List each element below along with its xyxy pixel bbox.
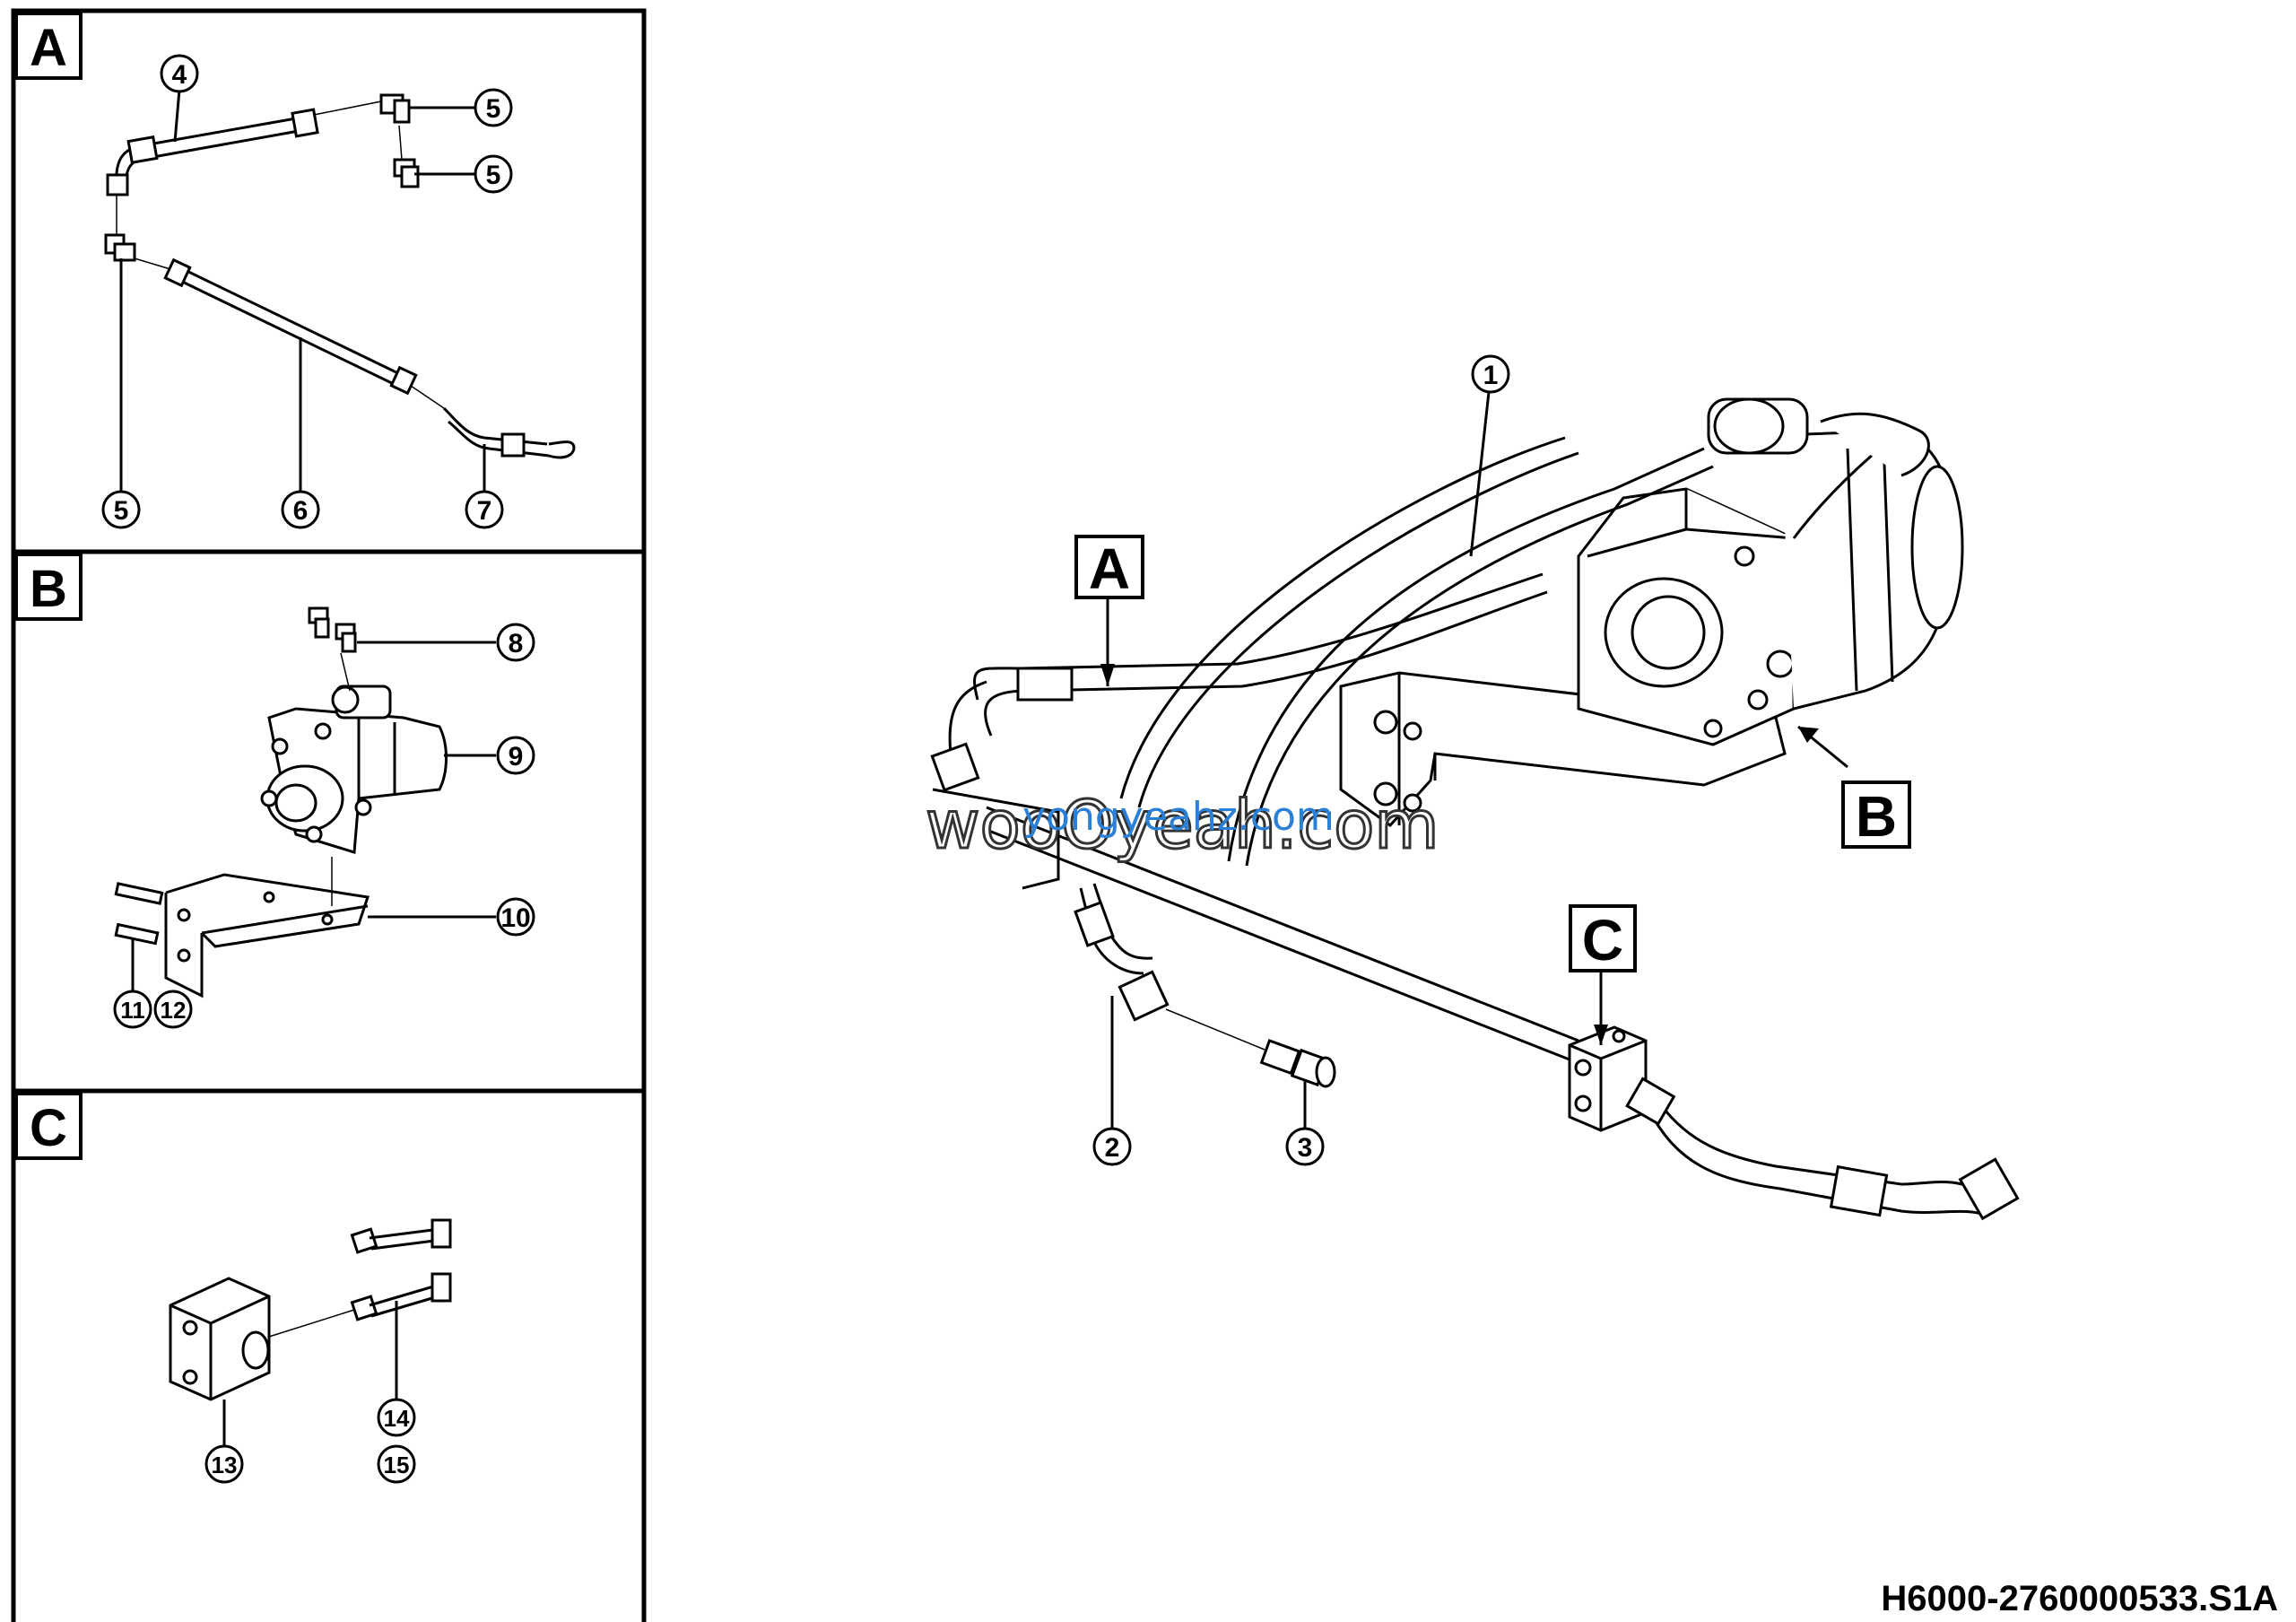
callout-4: 4 <box>160 54 199 93</box>
hose-item-1 <box>1119 436 1714 867</box>
main-assembly: 1 2 3 A B C wooOyeah.com yongyeahz.com <box>925 354 2020 1221</box>
panel-b: B <box>14 553 535 1029</box>
bolt-item-14 <box>350 1218 452 1321</box>
svg-text:1: 1 <box>1483 361 1499 390</box>
section-label-b: B <box>1841 780 1911 849</box>
pump-assembly <box>1577 397 1964 746</box>
svg-text:10: 10 <box>500 903 530 933</box>
block-c <box>1568 1025 1648 1132</box>
panel-c-connect-lines <box>268 1309 355 1338</box>
svg-text:wooOyeah.com: wooOyeah.com <box>926 787 1439 864</box>
svg-text:yongyeahz.com: yongyeahz.com <box>1022 794 1335 840</box>
svg-text:5: 5 <box>114 496 129 526</box>
hose-after-block-c <box>1625 1077 2020 1221</box>
fitting-item-8 <box>308 606 357 653</box>
svg-text:4: 4 <box>172 60 187 90</box>
svg-text:5: 5 <box>486 94 501 124</box>
callout-11: 11 <box>113 990 152 1029</box>
bolt-item-11 <box>114 882 164 946</box>
callout-6: 6 <box>281 490 320 529</box>
svg-text:C: C <box>1582 908 1623 972</box>
callout-3: 3 <box>1285 1127 1325 1166</box>
callout-5-top: 5 <box>474 88 513 127</box>
svg-text:13: 13 <box>212 1452 238 1478</box>
panel-a-label: A <box>30 19 67 77</box>
callout-13: 13 <box>204 1444 244 1484</box>
svg-text:6: 6 <box>293 496 309 526</box>
line-item-2 <box>1074 883 1170 1022</box>
callout-5-mid: 5 <box>474 154 513 194</box>
watermark: wooOyeah.com yongyeahz.com <box>925 786 1440 866</box>
panel-a: A <box>14 12 576 529</box>
svg-text:A: A <box>1089 536 1130 601</box>
panel-c-label: C <box>30 1099 67 1157</box>
hose-item-7 <box>442 406 576 459</box>
callout-14: 14 <box>377 1398 416 1437</box>
svg-text:15: 15 <box>384 1452 410 1478</box>
bracket-item-10 <box>164 873 370 998</box>
hose-section-a <box>930 572 1548 792</box>
panel-b-connect-lines <box>331 652 351 906</box>
document-number: H6000-2760000533.S1A <box>1881 1579 2278 1618</box>
callout-7: 7 <box>465 490 504 529</box>
main-tube <box>932 788 1579 1065</box>
callout-12: 12 <box>153 990 193 1029</box>
callout-9: 9 <box>496 736 535 775</box>
main-connect-lines <box>1165 1008 1265 1051</box>
svg-text:2: 2 <box>1105 1133 1120 1163</box>
callout-5-bottom: 5 <box>101 490 141 529</box>
svg-text:3: 3 <box>1298 1133 1313 1163</box>
svg-text:14: 14 <box>384 1405 410 1432</box>
svg-text:7: 7 <box>477 496 492 526</box>
callout-15: 15 <box>377 1444 416 1484</box>
callout-2: 2 <box>1092 1127 1132 1166</box>
fitting-item-3 <box>1259 1039 1336 1088</box>
svg-text:9: 9 <box>509 742 524 772</box>
elbow-fitting-item-5 <box>104 93 420 262</box>
section-label-a: A <box>1074 535 1144 601</box>
svg-text:11: 11 <box>120 997 145 1024</box>
panel-b-label: B <box>30 560 67 618</box>
callout-8: 8 <box>496 623 535 662</box>
section-label-c: C <box>1569 904 1637 972</box>
svg-text:B: B <box>1856 784 1897 849</box>
pump-item-9 <box>260 685 448 854</box>
panel-a-connect-lines <box>116 100 445 409</box>
svg-text:12: 12 <box>161 997 187 1024</box>
leader-arrowheads <box>1100 664 1819 1045</box>
detail-panels <box>11 8 647 1622</box>
callout-10: 10 <box>496 897 535 937</box>
callout-1: 1 <box>1471 354 1510 394</box>
panel-c: C 13 <box>14 1092 452 1484</box>
svg-text:5: 5 <box>486 161 501 190</box>
tube-item-6 <box>163 257 418 396</box>
hose-item-4 <box>106 108 319 196</box>
block-item-13 <box>169 1277 271 1401</box>
svg-text:8: 8 <box>509 629 524 658</box>
